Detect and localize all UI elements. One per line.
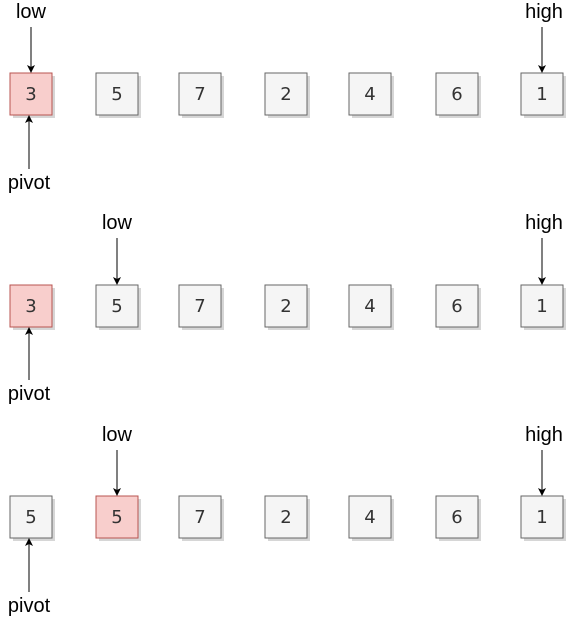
cell-value: 6 bbox=[451, 296, 462, 317]
cell-box bbox=[95, 284, 139, 328]
array-cell: 3 bbox=[9, 72, 55, 118]
low-label: low bbox=[102, 424, 133, 446]
high-label: high bbox=[525, 1, 563, 23]
cell-box bbox=[520, 284, 564, 328]
array-cell: 7 bbox=[178, 284, 224, 330]
array-cell: 1 bbox=[520, 495, 566, 541]
cell-value: 5 bbox=[111, 84, 122, 105]
cell-value: 4 bbox=[364, 507, 375, 528]
cell-box-highlighted bbox=[9, 72, 53, 116]
cell-box bbox=[435, 284, 479, 328]
cell-box bbox=[178, 495, 222, 539]
cell-box bbox=[520, 72, 564, 116]
cell-box bbox=[9, 495, 53, 539]
array-row-3: 5 5 7 2 4 6 1 low high pivot bbox=[8, 424, 566, 617]
array-cell: 6 bbox=[435, 284, 481, 330]
low-label: low bbox=[16, 1, 47, 23]
cell-value: 4 bbox=[364, 296, 375, 317]
array-cell: 5 bbox=[95, 284, 141, 330]
cell-box bbox=[520, 495, 564, 539]
cell-box-highlighted bbox=[95, 495, 139, 539]
cell-box bbox=[435, 495, 479, 539]
array-cell: 7 bbox=[178, 495, 224, 541]
low-label: low bbox=[102, 212, 133, 234]
cell-value: 3 bbox=[25, 296, 36, 317]
array-cell: 2 bbox=[264, 495, 310, 541]
cell-value: 7 bbox=[194, 507, 205, 528]
cell-value: 1 bbox=[536, 507, 547, 528]
cell-value: 6 bbox=[451, 84, 462, 105]
cell-value: 2 bbox=[280, 507, 291, 528]
cell-box bbox=[348, 495, 392, 539]
cell-box bbox=[95, 72, 139, 116]
cell-value: 5 bbox=[111, 296, 122, 317]
cell-box bbox=[178, 72, 222, 116]
cell-value: 2 bbox=[280, 296, 291, 317]
cell-value: 4 bbox=[364, 84, 375, 105]
cell-value: 2 bbox=[280, 84, 291, 105]
array-cell: 4 bbox=[348, 284, 394, 330]
array-cell: 1 bbox=[520, 284, 566, 330]
array-cell: 6 bbox=[435, 72, 481, 118]
cell-box bbox=[435, 72, 479, 116]
array-cell: 2 bbox=[264, 72, 310, 118]
array-cell: 5 bbox=[95, 72, 141, 118]
array-cell: 5 bbox=[9, 495, 55, 541]
cell-value: 7 bbox=[194, 84, 205, 105]
array-cell: 7 bbox=[178, 72, 224, 118]
pivot-label: pivot bbox=[8, 172, 51, 194]
cell-value: 1 bbox=[536, 296, 547, 317]
cell-box-highlighted bbox=[9, 284, 53, 328]
array-cell: 6 bbox=[435, 495, 481, 541]
array-row-1: 3 5 7 2 4 6 1 low high pivot bbox=[8, 1, 566, 194]
cell-value: 5 bbox=[25, 507, 36, 528]
array-cell: 4 bbox=[348, 495, 394, 541]
cell-box bbox=[348, 72, 392, 116]
array-cell: 4 bbox=[348, 72, 394, 118]
cell-box bbox=[264, 495, 308, 539]
cell-value: 3 bbox=[25, 84, 36, 105]
cell-value: 1 bbox=[536, 84, 547, 105]
array-row-2: 3 5 7 2 4 6 1 low high pivot bbox=[8, 212, 566, 405]
cell-box bbox=[264, 72, 308, 116]
cell-value: 5 bbox=[111, 507, 122, 528]
pivot-label: pivot bbox=[8, 383, 51, 405]
high-label: high bbox=[525, 424, 563, 446]
cell-box bbox=[264, 284, 308, 328]
high-label: high bbox=[525, 212, 563, 234]
array-cell: 2 bbox=[264, 284, 310, 330]
cell-box bbox=[348, 284, 392, 328]
cell-box bbox=[178, 284, 222, 328]
cell-value: 7 bbox=[194, 296, 205, 317]
array-cell: 3 bbox=[9, 284, 55, 330]
pivot-label: pivot bbox=[8, 595, 51, 617]
cell-value: 6 bbox=[451, 507, 462, 528]
array-cell: 1 bbox=[520, 72, 566, 118]
array-cell: 5 bbox=[95, 495, 141, 541]
